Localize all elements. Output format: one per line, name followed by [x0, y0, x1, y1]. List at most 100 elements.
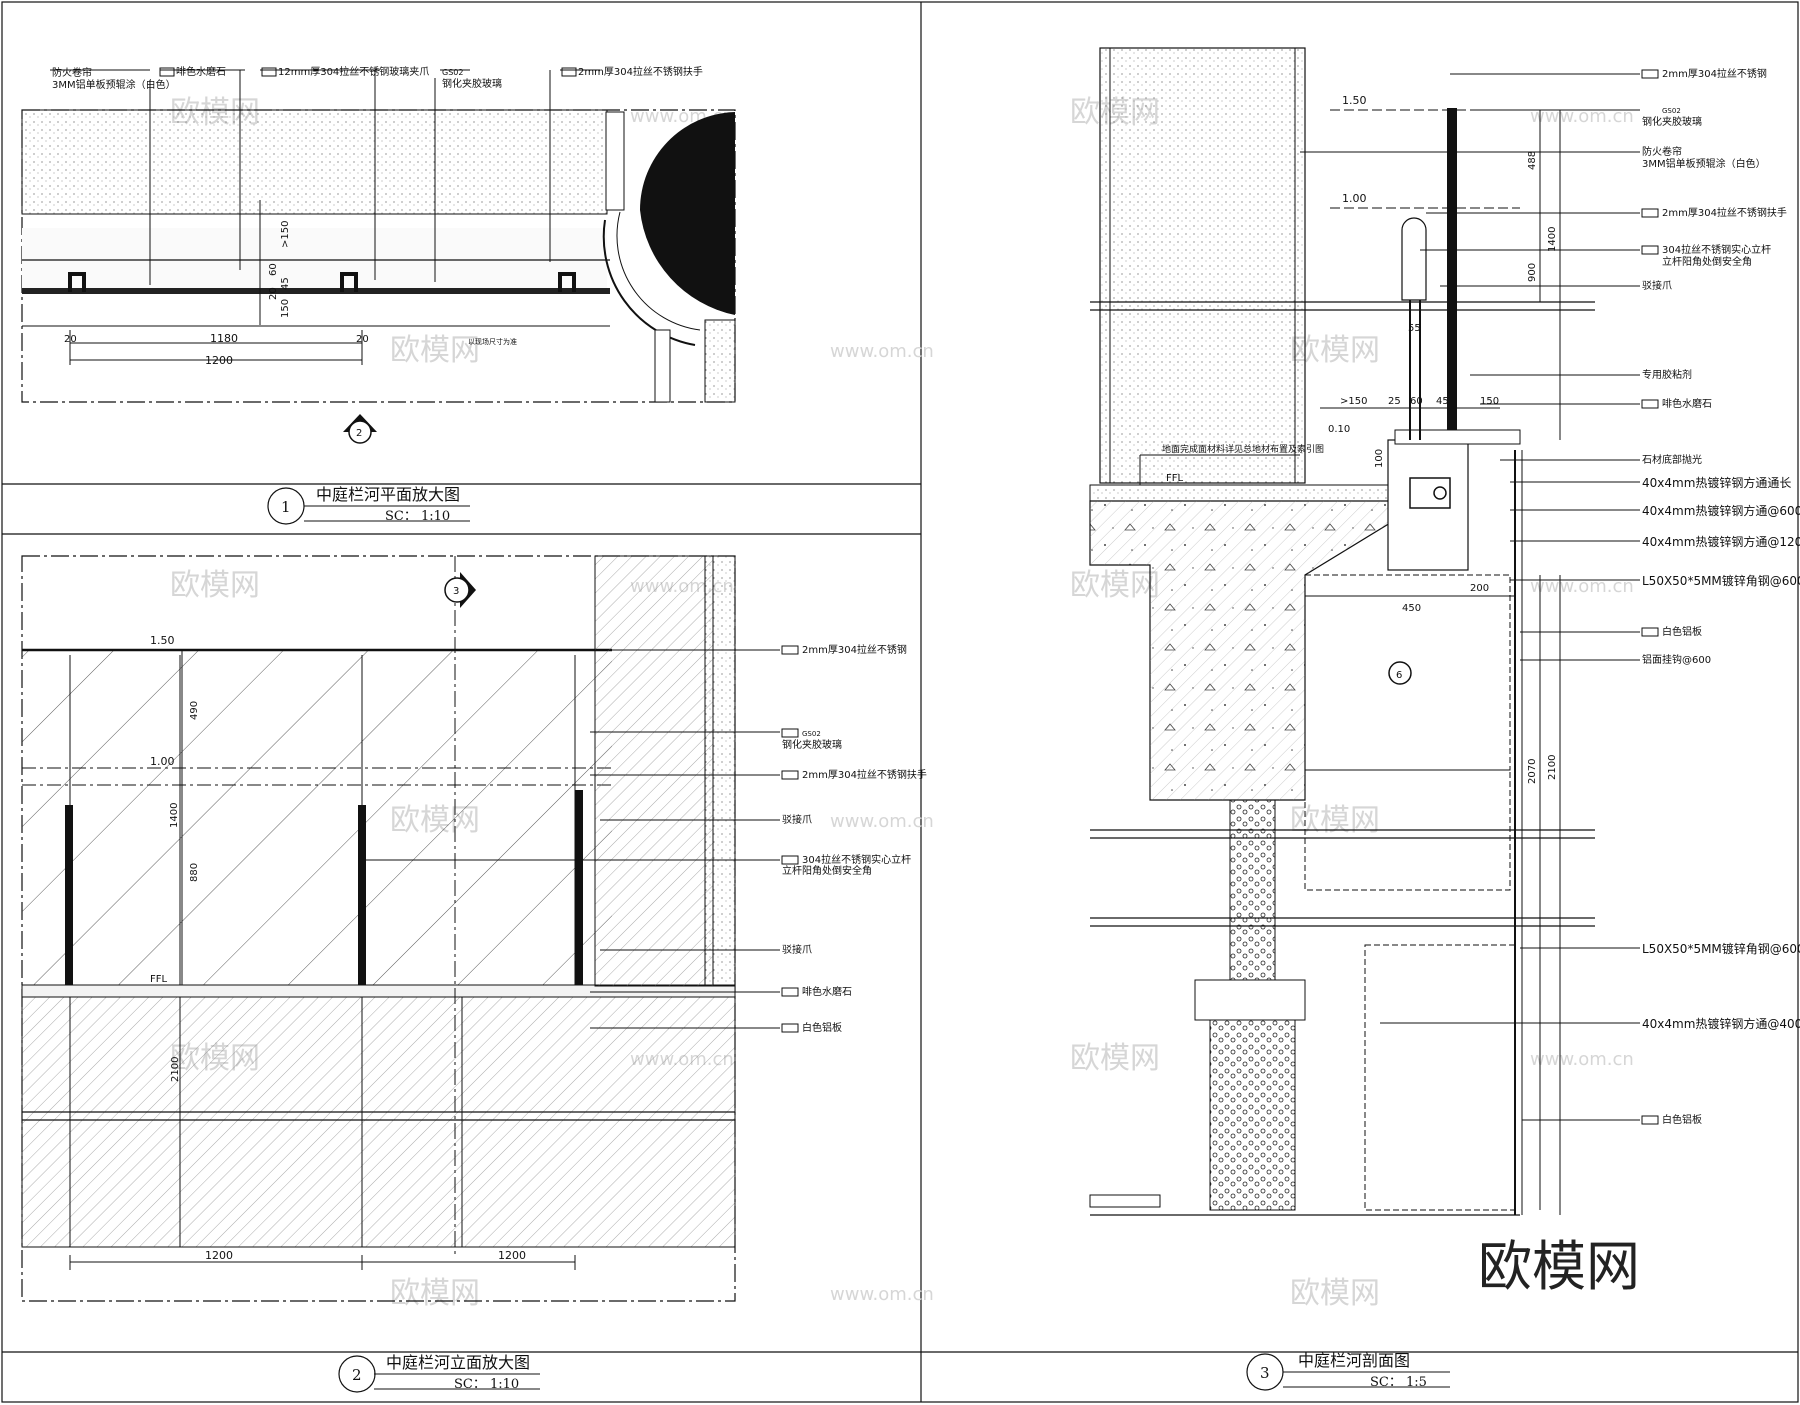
plan-leaders — [50, 69, 600, 285]
sect-dim-60: 60 — [1410, 396, 1423, 407]
watermark-brand: 欧模网 — [170, 568, 260, 603]
sect-label-5b: 立杆阳角处倒安全角 — [1662, 255, 1752, 268]
elev-leaders — [362, 649, 780, 1029]
sect-label-14: 白色铝板 — [1662, 625, 1702, 638]
sect-label-7: 专用胶粘剂 — [1642, 368, 1692, 381]
sect-dim-900: 900 — [1527, 263, 1538, 282]
plan-column-black — [640, 112, 735, 315]
plan-label-glass-code: GS02 — [442, 68, 463, 77]
svg-text:3: 3 — [453, 586, 459, 597]
watermark-site: www.om.cn — [830, 1284, 934, 1305]
sect-ffl: FFL — [1166, 473, 1184, 484]
sect-floor-finish — [1089, 484, 1396, 502]
sect-dim-25: 25 — [1388, 396, 1401, 407]
sect-label-11: 40x4mm热镀锌钢方通@600 — [1642, 503, 1800, 518]
plan-dim-1180: 1180 — [210, 332, 238, 345]
elev-scale: SC： 1:10 — [454, 1377, 519, 1392]
sect-label-3b: 3MM铝单板预辊涂（白色） — [1642, 157, 1766, 170]
sect-label-18: 白色铝板 — [1662, 1113, 1702, 1126]
plan-dim-20a: 20 — [64, 334, 77, 345]
elev-title-block: 2 中庭栏河立面放大图 SC： 1:10 — [338, 1353, 540, 1393]
sect-label-5a: 304拉丝不锈钢实心立杆 — [1662, 243, 1771, 256]
svg-text:6: 6 — [1396, 670, 1402, 681]
sect-level-150: 1.50 — [1342, 94, 1367, 107]
sect-label-13: L50X50*5MM镀锌角钢@600 — [1642, 574, 1800, 588]
sect-labels: 2mm厚304拉丝不锈钢 GS02 钢化夹胶玻璃 防火卷帘 3MM铝单板预辊涂（… — [1641, 67, 1800, 1126]
sect-label-12: 40x4mm热镀锌钢方通@1200 — [1642, 534, 1800, 549]
plan-glass-rail — [22, 288, 610, 294]
elev-label-stone: 啡色水磨石 — [802, 985, 852, 998]
watermark-site: www.om.cn — [1530, 576, 1634, 597]
panel-3-section: 6 1.50 1.00 FFL 488 900 1400 2070 2100 4… — [1089, 47, 1800, 1391]
elev-label-clip2: 驳接爪 — [782, 943, 812, 956]
sect-label-10: 40x4mm热镀锌钢方通通长 — [1642, 475, 1791, 490]
plan-dim-1200: 1200 — [205, 354, 233, 367]
watermark-brand: 欧模网 — [1070, 568, 1160, 603]
elev-label-post-2: 立杆阳角处倒安全角 — [782, 864, 872, 877]
sect-dim-150gt: >150 — [1340, 396, 1367, 407]
elev-title: 中庭栏河立面放大图 — [386, 1353, 530, 1372]
sect-dim-488: 488 — [1527, 151, 1538, 170]
elev-label-top-steel: 2mm厚304拉丝不锈钢 — [802, 643, 907, 656]
sect-dim-55: 55 — [1408, 323, 1421, 334]
plan-dimensions — [69, 200, 363, 365]
elev-label-post-1: 304拉丝不锈钢实心立杆 — [802, 853, 911, 866]
sect-dim-200: 200 — [1470, 583, 1489, 594]
sect-label-1: 2mm厚304拉丝不锈钢 — [1662, 67, 1767, 80]
watermark-brand: 欧模网 — [1290, 1276, 1380, 1311]
sect-dim-1400: 1400 — [1547, 227, 1558, 252]
sect-dim-2070: 2070 — [1527, 759, 1538, 784]
sect-leaders — [1300, 73, 1640, 1121]
plan-scale: SC： 1:10 — [385, 509, 450, 524]
elev-title-number: 2 — [352, 1366, 362, 1384]
sect-level-100: 1.00 — [1342, 192, 1367, 205]
plan-label-steel-clip: 12mm厚304拉丝不锈钢玻璃夹爪 — [278, 65, 429, 78]
sect-dim-45: 45 — [1436, 396, 1449, 407]
elev-label-alu: 白色铝板 — [802, 1021, 842, 1034]
elev-level-150: 1.50 — [150, 634, 175, 647]
plan-dim-45: 45 — [280, 277, 291, 290]
panel-2-elevation: 3 1.50 1.00 FFL 490 1400 880 2100 1200 1… — [21, 555, 927, 1393]
sect-handrail — [1401, 217, 1427, 301]
plan-section-marker: 2 — [343, 414, 377, 444]
sect-dim-100: 100 — [1374, 449, 1385, 468]
svg-text:2: 2 — [356, 428, 362, 439]
plan-dim-150b: 150 — [280, 299, 291, 318]
sect-scale: SC： 1:5 — [1370, 1375, 1427, 1390]
elev-label-glass-code: GS02 — [802, 730, 821, 738]
watermark-brand: 欧模网 — [390, 1276, 480, 1311]
sect-fire-curtain — [1099, 47, 1306, 484]
plan-label-handrail: 2mm厚304拉丝不锈钢扶手 — [578, 65, 703, 78]
plan-label-curtain-1: 防火卷帘 — [52, 66, 92, 79]
elev-dim-880: 880 — [189, 863, 200, 882]
plan-label-curtain-2: 3MM铝单板预辊涂（白色） — [52, 78, 176, 91]
elev-dim-1200b: 1200 — [498, 1249, 526, 1262]
sect-title: 中庭栏河剖面图 — [1298, 1351, 1410, 1370]
elev-label-clip: 驳接爪 — [782, 813, 812, 826]
watermark-site: www.om.cn — [1530, 1049, 1634, 1070]
elev-label-handrail: 2mm厚304拉丝不锈钢扶手 — [802, 768, 927, 781]
watermark-brand: 欧模网 — [390, 333, 480, 368]
sect-label-17: 40x4mm热镀锌钢方通@400 — [1642, 1016, 1800, 1031]
elev-label-glass: 钢化夹胶玻璃 — [782, 738, 842, 751]
sect-dimensions — [1305, 110, 1561, 1215]
sect-label-9: 石材底部抛光 — [1642, 453, 1702, 466]
elev-aluminium-panel — [21, 996, 736, 1248]
elev-dim-1200a: 1200 — [205, 1249, 233, 1262]
sect-label-8: 啡色水磨石 — [1662, 397, 1712, 410]
sect-title-block: 3 中庭栏河剖面图 SC： 1:5 — [1246, 1351, 1450, 1391]
brand-logo-text: 欧模网 — [1478, 1235, 1640, 1298]
plan-label-glass: 钢化夹胶玻璃 — [442, 77, 502, 90]
plan-dim-20b: 20 — [356, 334, 369, 345]
plan-dim-20: 20 — [268, 287, 279, 300]
elev-ffl: FFL — [150, 974, 168, 985]
elev-dim-2100: 2100 — [170, 1057, 181, 1082]
plan-site-note: 以现场尺寸为准 — [468, 337, 517, 346]
elev-glass-panel — [22, 650, 612, 985]
elev-posts — [65, 790, 583, 985]
plan-curtain-zone — [21, 109, 608, 215]
sect-label-3a: 防火卷帘 — [1642, 145, 1682, 158]
panel-1-plan: 防火卷帘 3MM铝单板预辊涂（白色） 啡色水磨石 12mm厚304拉丝不锈钢玻璃… — [21, 65, 736, 525]
